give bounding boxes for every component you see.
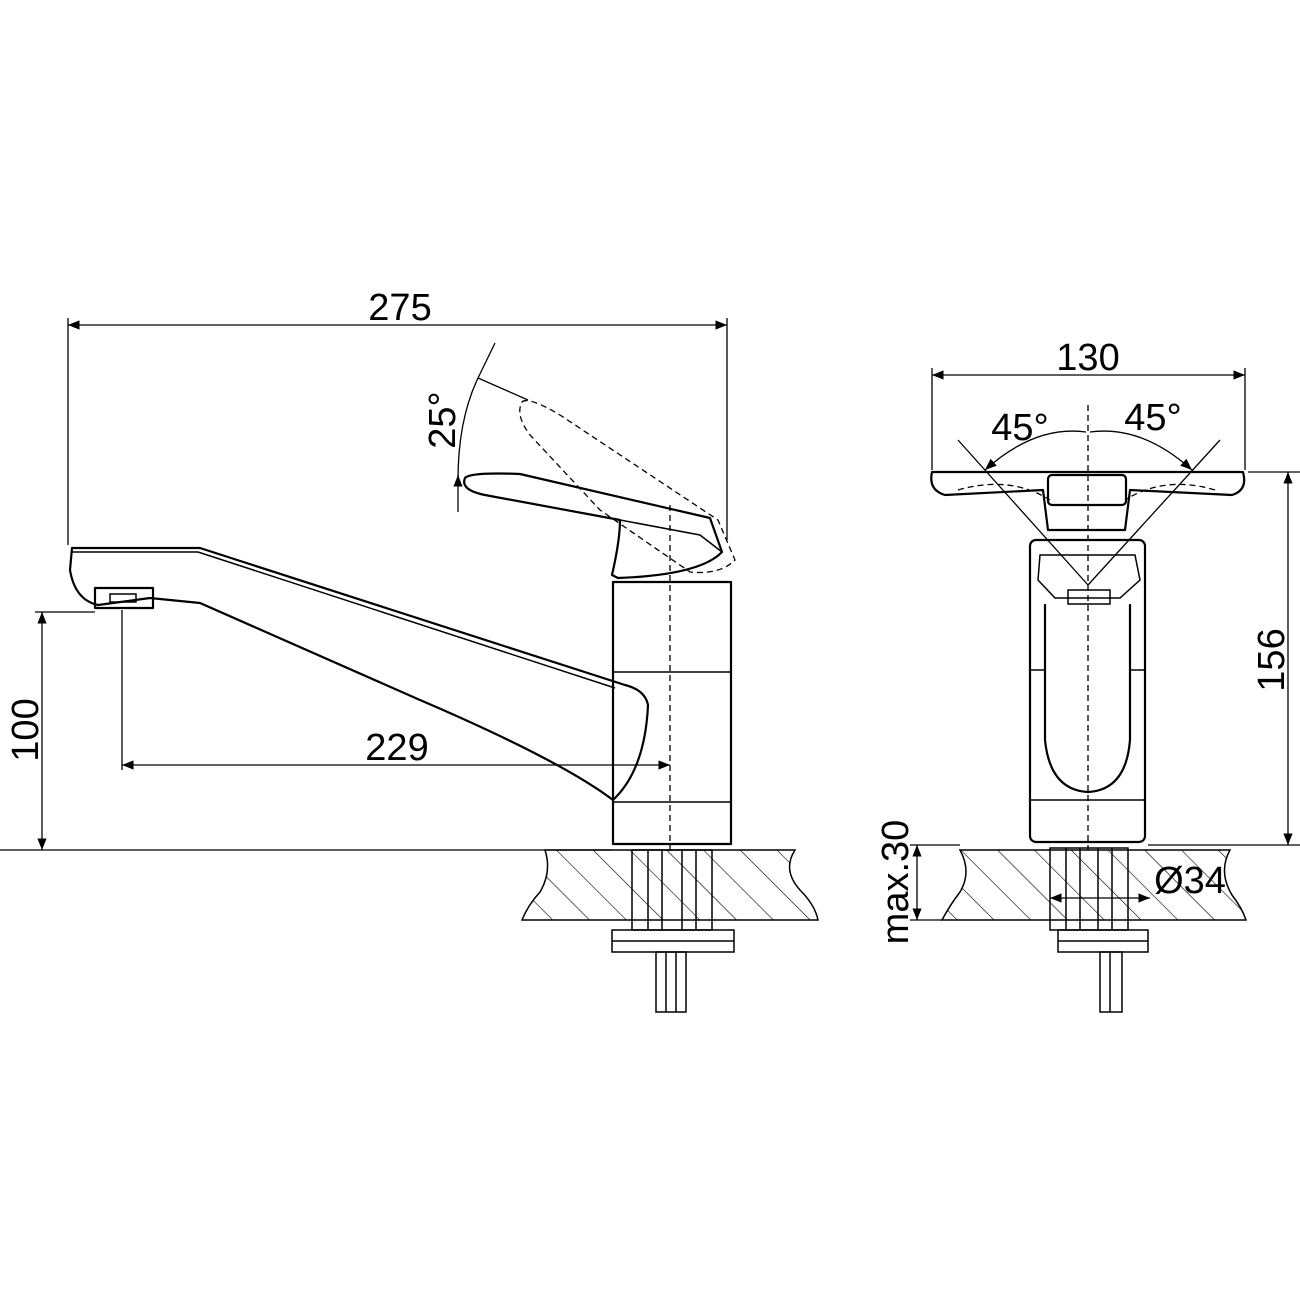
- dim-overall-length: 275: [67, 287, 728, 545]
- dim-lever-tilt: 25°: [422, 342, 529, 512]
- lever-handle-tilted: [519, 399, 736, 574]
- label-156: 156: [1251, 628, 1293, 691]
- mounting-shank-side: [611, 849, 735, 1013]
- label-275: 275: [368, 287, 431, 329]
- dim-mount-diameter: Ø34: [1050, 860, 1226, 903]
- mounting-shank-front: [1049, 847, 1149, 1013]
- faucet-body-side: [611, 580, 733, 846]
- dim-max-deck-thickness: max.30: [875, 820, 960, 945]
- dim-overall-height: 156: [1148, 471, 1300, 846]
- spout-side: [68, 546, 650, 802]
- side-view: 275 229 100 25°: [0, 287, 819, 1013]
- label-229: 229: [365, 727, 428, 769]
- label-130: 130: [1056, 337, 1119, 379]
- dim-spout-reach: 229: [121, 610, 670, 770]
- front-view: 45° 45° 130 156 max.30 Ø34: [875, 337, 1300, 1013]
- label-25deg: 25°: [422, 391, 464, 448]
- lever-handle-side: [463, 472, 724, 580]
- label-45deg-left: 45°: [991, 407, 1048, 449]
- countertop-section-left: [520, 849, 819, 921]
- dim-side-width: 130: [931, 337, 1246, 470]
- label-45deg-right: 45°: [1124, 397, 1181, 439]
- label-diameter-34: Ø34: [1154, 860, 1226, 902]
- label-max30: max.30: [875, 820, 917, 945]
- dim-rotation-angle: 45° 45°: [957, 397, 1221, 586]
- label-100: 100: [5, 698, 47, 761]
- aerator: [93, 586, 155, 610]
- countertop-section-right: [940, 849, 1248, 921]
- lever-handle-front: [930, 470, 1246, 532]
- dim-spout-height: 100: [0, 611, 612, 851]
